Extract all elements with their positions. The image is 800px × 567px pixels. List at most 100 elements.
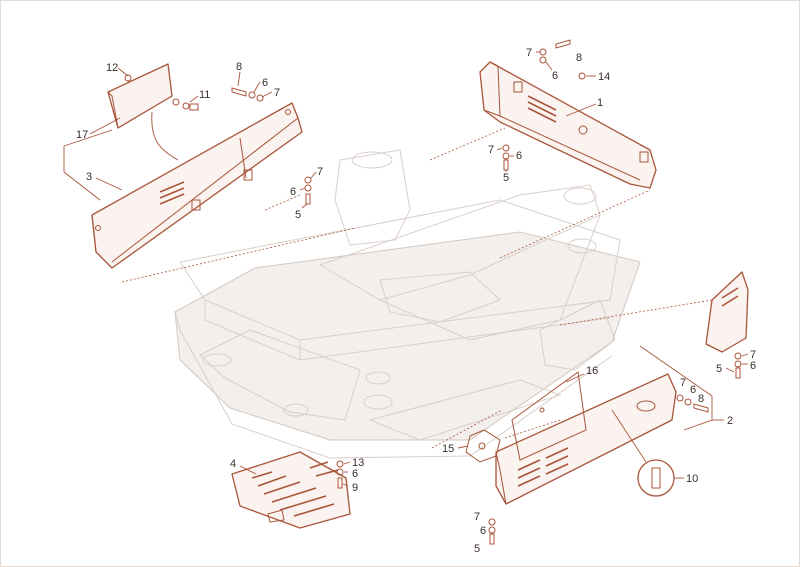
screw-12 xyxy=(124,74,132,82)
leader-5c xyxy=(725,367,735,373)
callout-5: 5 xyxy=(474,543,480,555)
leader-15 xyxy=(457,445,469,449)
callout-11: 11 xyxy=(199,89,210,101)
cover-17-arrow xyxy=(151,111,179,161)
mount-boss-3 xyxy=(363,394,393,410)
washer-7a xyxy=(256,94,264,102)
callout-16: 16 xyxy=(586,365,598,377)
callout-17: 17 xyxy=(76,129,88,141)
washer-6a xyxy=(248,91,256,99)
part-2-front-panel xyxy=(465,371,709,545)
washer-6b xyxy=(304,184,312,192)
callout-1: 1 xyxy=(597,97,603,109)
mount-boss-2 xyxy=(283,403,309,417)
bracket-2 xyxy=(639,345,713,431)
callout-2: 2 xyxy=(727,415,733,427)
callout-3: 3 xyxy=(86,171,92,183)
rear-box xyxy=(539,299,616,371)
cover-17-plate xyxy=(107,63,173,129)
front-rail xyxy=(368,379,562,441)
callout-12: 12 xyxy=(106,62,118,74)
chassis-frame xyxy=(174,149,641,459)
panel-3-fold xyxy=(91,214,113,269)
plate-16 xyxy=(511,371,587,461)
detail-10-pointer xyxy=(611,409,647,463)
leader-8a xyxy=(237,71,241,87)
leader-6c xyxy=(545,61,553,71)
align-line-3 xyxy=(429,127,506,161)
bolt-stack-b xyxy=(304,176,312,205)
washer-7f xyxy=(676,394,684,402)
leader-7b xyxy=(310,171,317,179)
callout-6: 6 xyxy=(750,360,756,372)
mat-4-body xyxy=(231,451,351,529)
mat-4-slots xyxy=(251,461,339,517)
washer-7g xyxy=(488,518,496,526)
callout-labels: 12 11 17 3 8 6 7 7 6 5 7 8 6 14 1 7 6 5 … xyxy=(76,47,756,555)
callout-6: 6 xyxy=(552,70,558,82)
callout-6: 6 xyxy=(262,77,268,89)
callout-8: 8 xyxy=(576,52,582,64)
corner-cover-vents xyxy=(721,287,739,307)
cross-member xyxy=(199,329,361,421)
rail-lower-edge xyxy=(204,300,611,361)
callout-8: 8 xyxy=(698,393,704,405)
panel-2-body xyxy=(495,373,677,505)
detail-10-clip xyxy=(651,467,661,489)
bolt-5d xyxy=(489,533,495,545)
bolt-8c xyxy=(693,403,709,413)
tower-top xyxy=(351,151,393,169)
callout-14: 14 xyxy=(598,71,610,83)
leader-7e xyxy=(741,353,749,357)
nut-13 xyxy=(336,460,344,468)
part-17-cover xyxy=(107,63,199,161)
callout-7: 7 xyxy=(750,349,756,361)
callout-5: 5 xyxy=(295,209,301,221)
mount-boss-1 xyxy=(202,353,232,367)
washer-7b xyxy=(304,176,312,184)
cover-1-end xyxy=(483,61,501,117)
leader-6a xyxy=(253,81,261,93)
callout-4: 4 xyxy=(230,458,236,470)
part-3-side-panel xyxy=(91,102,303,269)
cover-1-clip-2 xyxy=(639,151,649,163)
frame-tower xyxy=(334,149,411,246)
plate-16-hole xyxy=(539,407,545,413)
boom-arm-side xyxy=(379,214,601,341)
align-line-5 xyxy=(559,299,713,326)
leader-13 xyxy=(343,461,351,465)
leader-17 xyxy=(63,117,121,147)
align-line-6 xyxy=(431,409,503,449)
bracket-15-hole xyxy=(478,442,486,450)
bolt-8b xyxy=(555,39,571,49)
callout-7: 7 xyxy=(474,511,480,523)
bolt-stack-a xyxy=(231,87,264,102)
detail-10-circle xyxy=(637,459,675,497)
callout-15: 15 xyxy=(442,443,454,455)
boom-pivot-lower xyxy=(567,238,597,254)
callout-7: 7 xyxy=(274,87,280,99)
leader-3 xyxy=(95,177,123,191)
panel-2-edge xyxy=(495,451,507,505)
panel-2-vents xyxy=(517,447,569,487)
corner-cover-body xyxy=(705,271,749,353)
callout-7: 7 xyxy=(317,166,323,178)
leader-7d xyxy=(496,147,503,151)
nut-11 xyxy=(189,103,199,111)
cover-1-fold xyxy=(499,115,641,181)
panel-3-lip xyxy=(111,102,299,263)
base-plate xyxy=(174,231,641,441)
mat-4-tab xyxy=(267,509,285,523)
callout-10: 10 xyxy=(686,473,698,485)
bolt-8a xyxy=(231,87,247,97)
cover-1-vents xyxy=(527,95,557,123)
washer-6g xyxy=(488,526,496,534)
leader-11 xyxy=(189,95,199,103)
panel-3-clip-2 xyxy=(243,169,253,181)
leader-1 xyxy=(565,103,597,117)
leader-5a xyxy=(301,203,308,209)
bracket-3 xyxy=(63,146,101,201)
callout-13: 13 xyxy=(352,457,364,469)
leader-7a xyxy=(261,91,273,98)
